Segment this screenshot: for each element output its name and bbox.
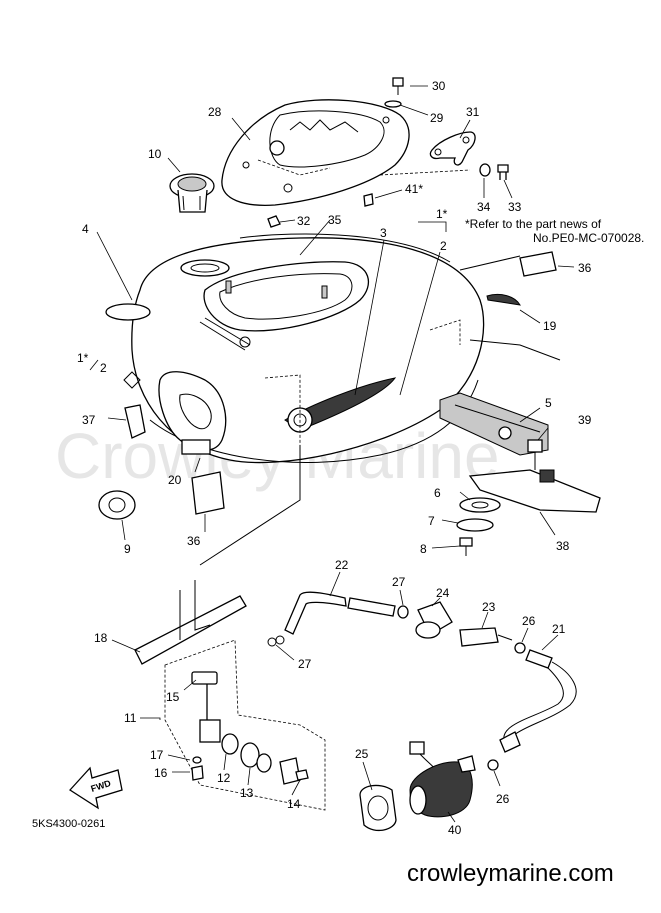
fuel-cap-drawing: [169, 173, 215, 213]
upper-hardware-drawing: [379, 77, 509, 180]
callout-36-lower: 36: [187, 534, 201, 548]
callout-41: 41*: [405, 182, 423, 196]
callout-35: 35: [328, 213, 342, 227]
callout-28: 28: [208, 105, 222, 119]
console-cover-drawing: [221, 99, 410, 206]
callout-6: 6: [434, 486, 441, 500]
callout-24: 24: [436, 586, 450, 600]
callout-33: 33: [508, 200, 522, 214]
fuel-cock-assembly-drawing: [164, 635, 326, 811]
callout-1-star-top: 1*: [436, 207, 448, 221]
callout-37: 37: [82, 413, 96, 427]
callout-15: 15: [166, 690, 180, 704]
callout-11: 11: [124, 711, 137, 725]
callout-12: 12: [217, 771, 231, 785]
damper-rail-drawing: [134, 445, 301, 665]
diagram-code: 5KS4300-0261: [32, 818, 105, 830]
callout-17: 17: [150, 748, 164, 762]
fuel-pump-drawing: [359, 741, 476, 832]
callout-27-top: 27: [392, 575, 406, 589]
callout-8: 8: [420, 542, 427, 556]
leader-lines: [89, 85, 575, 823]
callout-30: 30: [432, 79, 446, 93]
callout-10: 10: [148, 147, 162, 161]
callout-34: 34: [477, 200, 491, 214]
callout-40: 40: [448, 823, 462, 837]
callout-23: 23: [482, 600, 496, 614]
fuel-line-drawing: [267, 591, 577, 771]
callout-27-lower: 27: [298, 657, 312, 671]
callout-39: 39: [578, 413, 592, 427]
rear-bracket-drawing: [439, 392, 601, 556]
left-small-parts-drawing: [98, 303, 225, 520]
callout-3: 3: [380, 226, 387, 240]
callout-9: 9: [124, 542, 131, 556]
callout-38: 38: [556, 539, 570, 553]
callout-labels: 30 29 31 28 10 34 33 41* 32 35 1* 4 3 2 …: [77, 79, 592, 837]
callout-26-top: 26: [522, 614, 536, 628]
callout-29: 29: [430, 111, 444, 125]
callout-36-right: 36: [578, 261, 592, 275]
callout-26-lower: 26: [496, 792, 510, 806]
callout-20: 20: [168, 473, 182, 487]
callout-32: 32: [297, 214, 311, 228]
callout-14: 14: [287, 797, 301, 811]
callout-1-star-left: 1*: [77, 351, 89, 365]
reference-note-line-1: *Refer to the part news of: [465, 217, 602, 231]
callout-13: 13: [240, 786, 254, 800]
callout-25: 25: [355, 747, 369, 761]
callout-5: 5: [545, 396, 552, 410]
callout-21: 21: [552, 622, 566, 636]
site-name: crowleymarine.com: [407, 860, 614, 887]
callout-2-top: 2: [440, 239, 447, 253]
fwd-arrow-icon: FWD: [69, 766, 123, 810]
tank-pads-drawing: [459, 251, 561, 361]
callout-18: 18: [94, 631, 108, 645]
callout-31: 31: [466, 105, 480, 119]
reference-note-line-2: No.PE0-MC-070028.: [533, 231, 644, 245]
callout-16: 16: [154, 766, 168, 780]
callout-7: 7: [428, 514, 435, 528]
callout-4: 4: [82, 222, 89, 236]
callout-19: 19: [543, 319, 557, 333]
grommet-and-nut-drawing: [267, 193, 374, 228]
callout-2-left: 2: [100, 361, 107, 375]
callout-22: 22: [335, 558, 349, 572]
